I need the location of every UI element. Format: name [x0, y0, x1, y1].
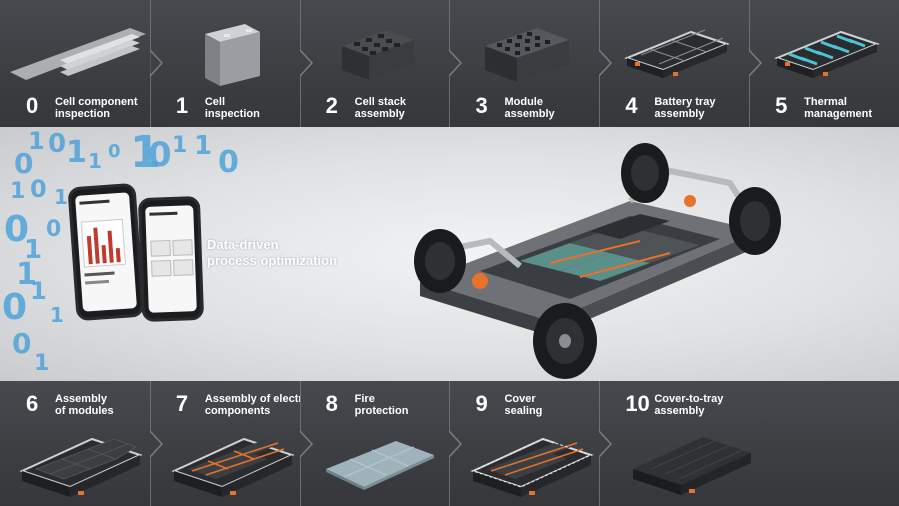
battery-cell-illustration	[204, 24, 260, 86]
battery-tray-illustration	[624, 29, 731, 78]
process-steps-bottom-row: 6 Assembly of modules 7 Assembly of elec…	[0, 381, 899, 506]
chevron-separator	[449, 381, 471, 506]
step-7-number: 7	[175, 391, 189, 416]
screen-title-bar	[79, 199, 110, 205]
module-illustration	[485, 28, 570, 82]
binary-digit: 1	[30, 277, 47, 305]
chevron-separator	[299, 381, 322, 506]
step-8-label: Fire protection	[354, 393, 409, 417]
binary-digit: 1	[66, 135, 87, 170]
thermal-management-illustration	[774, 30, 881, 78]
screen-card	[151, 259, 172, 277]
binary-digit: 0	[108, 141, 121, 162]
binary-digit: 1	[88, 149, 102, 173]
step-8-panel: 8 Fire protection	[299, 381, 450, 506]
binary-digit: 0	[218, 145, 239, 180]
step-10-panel: 10 Cover-to-tray assembly	[599, 381, 899, 506]
step-3-panel: 3 Module assembly	[449, 0, 600, 127]
phone-left-screen	[75, 192, 137, 312]
binary-digit: 1	[24, 235, 43, 265]
step-10-label: Cover-to-tray assembly	[654, 393, 724, 417]
step-9-panel: 9 Cover sealing	[449, 381, 600, 506]
step-4-label: Battery tray assembly	[654, 96, 716, 120]
step-6-label: Assembly of modules	[55, 393, 114, 417]
step-10-number: 10	[625, 391, 650, 416]
ev-skateboard-chassis-illustration	[414, 143, 781, 379]
screen-card	[150, 240, 171, 257]
modules-in-tray-illustration	[19, 437, 143, 497]
screen-card	[172, 239, 193, 256]
binary-digit: 1	[28, 127, 45, 155]
binary-digit: 1	[34, 351, 50, 376]
step-3-number: 3	[475, 93, 488, 118]
binary-digit: 1	[50, 303, 64, 327]
step-4-number: 4	[625, 93, 638, 118]
binary-digit: 0	[46, 217, 62, 242]
step-2-panel: 2 Cell stack assembly	[299, 0, 450, 127]
step-9-number: 9	[475, 391, 488, 416]
cell-component-illustration	[10, 28, 146, 80]
step-6-panel: 6 Assembly of modules	[0, 381, 150, 506]
chevron-separator	[299, 0, 322, 127]
step-1-panel: 1 Cell inspection	[149, 0, 300, 127]
chevron-separator	[449, 0, 471, 127]
phone-left	[67, 182, 145, 322]
binary-digit: 0	[12, 327, 32, 360]
cover-sealing-illustration	[470, 437, 595, 497]
process-steps-top-row: 0 Cell component inspection 1 Cell inspe…	[0, 0, 899, 127]
chevron-separator	[749, 0, 771, 127]
binary-digit: 1	[16, 257, 37, 292]
wheel-rear-right	[729, 187, 781, 255]
bar-chart-widget	[80, 218, 126, 268]
binary-digit: 1	[54, 185, 68, 209]
step-8-number: 8	[325, 391, 338, 416]
binary-digit: 0	[2, 287, 28, 328]
binary-digit: 0	[148, 135, 172, 175]
step-7-label: Assembly of electrical components	[204, 393, 300, 417]
step-9-label: Cover sealing	[504, 393, 543, 417]
step-2-label: Cell stack assembly	[354, 96, 407, 120]
screen-text-line	[85, 279, 110, 285]
binary-digit: 0	[14, 147, 34, 180]
step-6-number: 6	[26, 391, 39, 416]
screen-text-line	[84, 271, 115, 277]
fire-protection-sheet-illustration	[325, 441, 434, 490]
binary-digit: 0	[48, 129, 67, 159]
binary-digit: 1	[10, 179, 26, 204]
binary-digit: 1	[194, 131, 213, 161]
step-4-panel: 4 Battery tray assembly	[599, 0, 750, 127]
hero-caption: Data-driven process optimization	[207, 237, 338, 268]
screen-card	[173, 259, 194, 276]
step-0-label: Cell component inspection	[55, 96, 138, 120]
step-1-number: 1	[175, 93, 189, 118]
chevron-separator	[149, 381, 172, 506]
step-5-number: 5	[775, 93, 788, 118]
binary-digit: 1	[130, 127, 161, 178]
binary-digit: 0	[4, 209, 30, 250]
step-3-label: Module assembly	[504, 96, 555, 120]
chevron-separator	[599, 381, 621, 506]
cell-stack-illustration	[341, 30, 414, 80]
binary-digit: 1	[172, 133, 188, 158]
chevron-separator	[599, 0, 621, 127]
step-1-label: Cell inspection	[204, 96, 260, 120]
step-5-panel: 5 Thermal management	[749, 0, 899, 127]
step-7-panel: 7 Assembly of electrical components	[149, 381, 300, 506]
step-0-number: 0	[26, 93, 39, 118]
step-2-number: 2	[325, 93, 338, 118]
wheel-front-right	[533, 303, 597, 379]
phone-right-screen	[145, 205, 197, 313]
electrical-components-illustration	[171, 437, 295, 497]
phone-right	[137, 195, 205, 323]
screen-title-bar	[149, 211, 178, 216]
chevron-separator	[149, 0, 172, 127]
step-5-label: Thermal management	[804, 96, 872, 120]
wheel-front-left	[414, 229, 466, 293]
step-0-panel: 0 Cell component inspection	[0, 0, 150, 127]
binary-digit: 0	[30, 175, 47, 203]
covered-battery-pack-illustration	[633, 437, 752, 495]
wheel-rear-left	[621, 143, 669, 203]
